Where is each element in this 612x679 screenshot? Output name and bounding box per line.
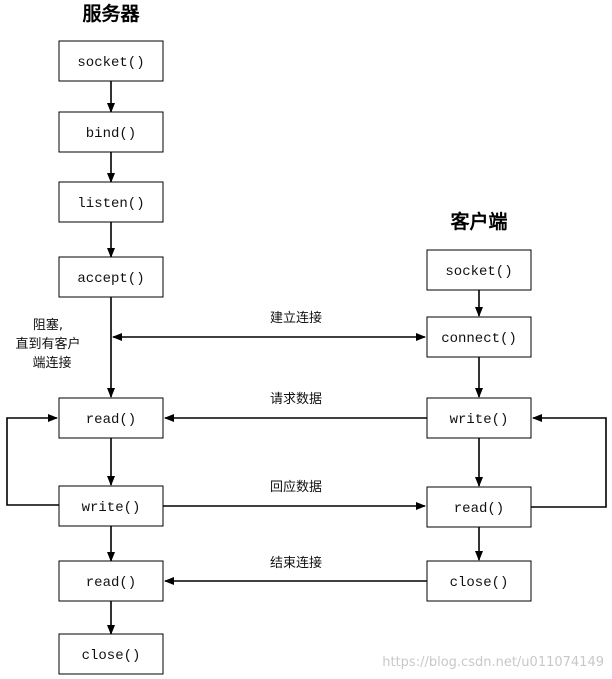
response-link-label: 回应数据 [270,479,322,495]
request-link-label: 请求数据 [270,392,322,407]
server-step-bind: bind() [58,111,164,153]
server-step-label: socket() [77,55,144,71]
server-step-accept: accept() [58,256,164,298]
server-title: 服务器 [82,2,140,25]
server-step-label: write() [82,500,141,516]
client-step-close: close() [426,560,532,602]
client-step-connect: connect() [426,316,532,358]
client-step-write: write() [426,397,532,439]
server-step-listen: listen() [58,181,164,223]
server-step-write: write() [58,485,164,527]
watermark-text: https://blog.csdn.net/u011074149 [382,655,604,670]
block-note-line-2: 直到有客户 [15,336,80,352]
close-link-label: 结束连接 [270,555,322,571]
server-step-label: read() [86,412,136,428]
client-step-socket: socket() [426,249,532,291]
client-step-label: connect() [441,331,517,347]
server-step-read: read() [58,397,164,439]
server-step-label: listen() [77,196,144,212]
server-step-read-final: read() [58,560,164,602]
server-step-label: bind() [86,126,136,142]
client-step-read: read() [426,486,532,528]
server-step-socket: socket() [58,40,164,82]
client-step-label: read() [454,501,504,517]
block-note-line-3: 端连接 [32,355,71,371]
block-note-line-1: 阻塞, [33,317,63,333]
server-step-close: close() [58,633,164,675]
server-step-label: accept() [77,271,144,287]
client-title: 客户端 [450,210,507,233]
server-loop-arrow [6,414,59,506]
client-step-label: socket() [445,264,512,280]
server-step-label: read() [86,575,136,591]
client-step-label: close() [450,575,509,591]
client-step-label: write() [450,412,509,428]
connect-link-label: 建立连接 [270,310,322,326]
server-step-label: close() [82,648,141,664]
client-loop-arrow [531,414,607,508]
